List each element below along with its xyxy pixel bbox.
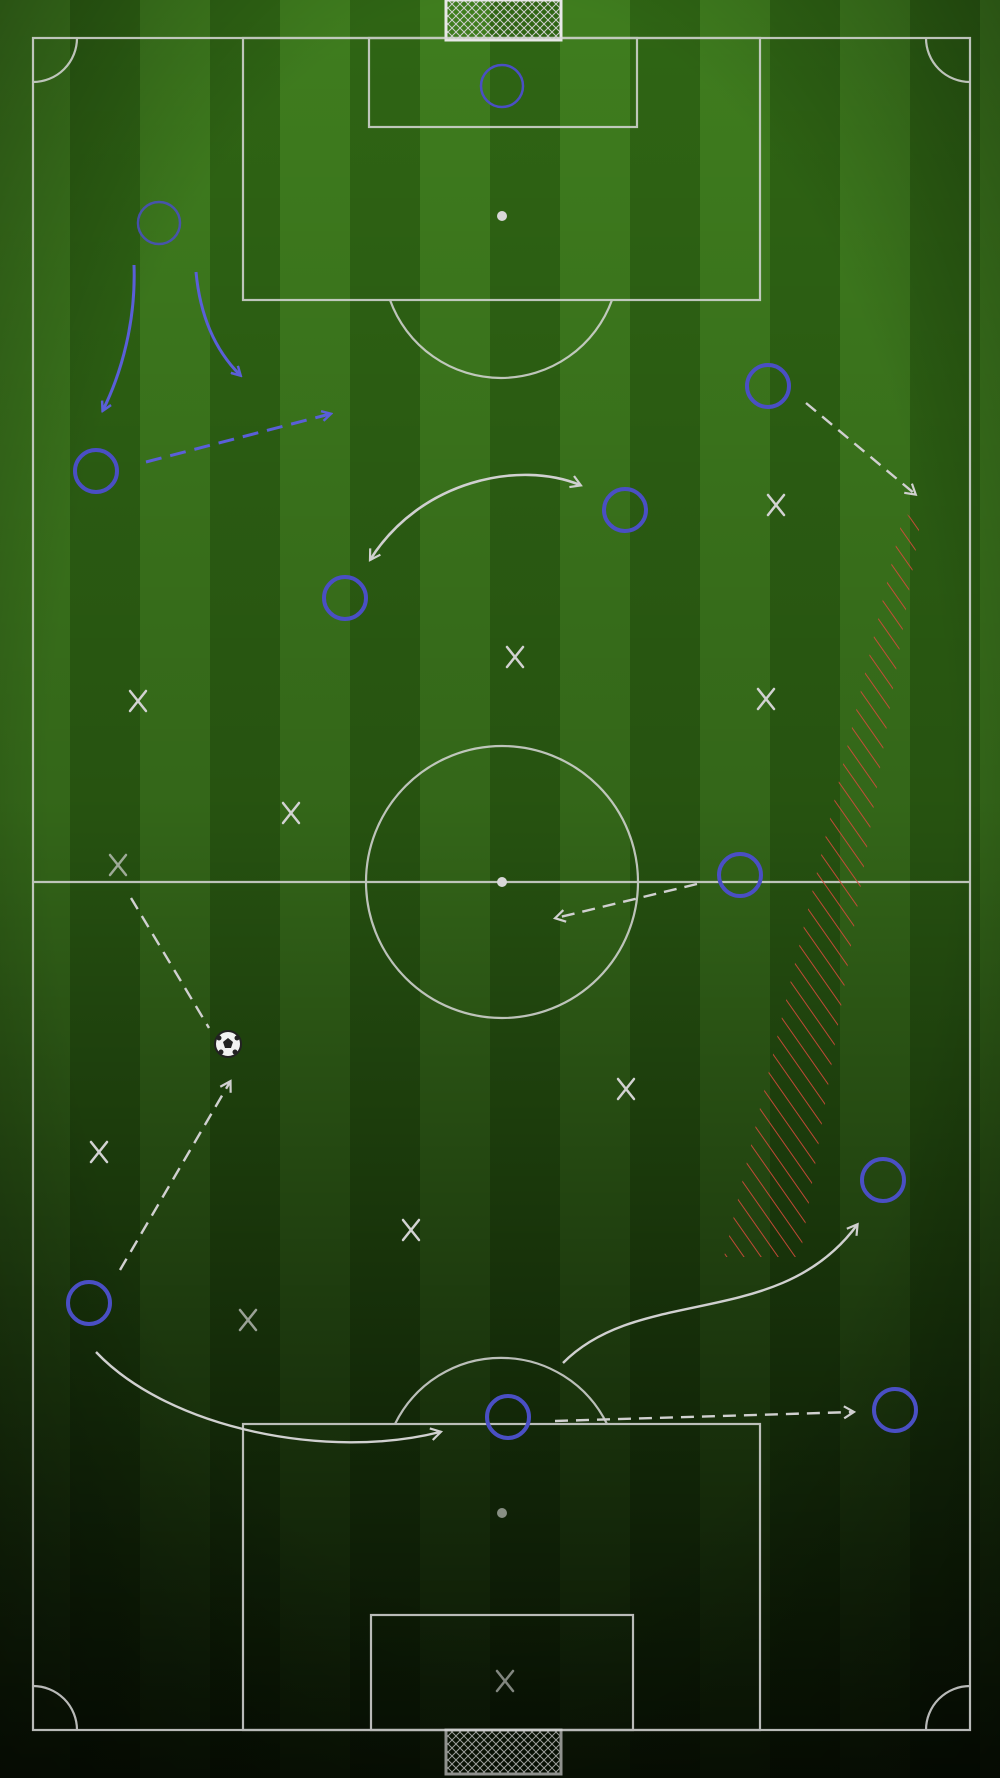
team-circle [717, 852, 763, 898]
pitch-markings [31, 36, 972, 1732]
opponent-cross [281, 801, 301, 825]
opponent-markers [89, 493, 786, 1693]
corner-arc-top-right [924, 37, 971, 84]
team-circle [860, 1157, 906, 1203]
opponent-cross [766, 493, 786, 517]
curved-run-arrow [562, 1222, 859, 1364]
goal-net-icon [444, 0, 563, 42]
team-markers [66, 63, 918, 1440]
curved-run-arrow [95, 1351, 444, 1444]
opponent-cross [238, 1308, 258, 1332]
team-circle [322, 575, 368, 621]
bottom-penalty-arc [394, 1356, 608, 1425]
pass-arrow [805, 402, 918, 497]
team-circle [485, 1394, 531, 1440]
team-circle-goalkeeper [479, 63, 525, 109]
corner-arc-bottom-right [924, 1684, 971, 1731]
pitch-spots [497, 211, 507, 1518]
corner-arc-bottom-left [32, 1684, 79, 1731]
opponent-cross [108, 853, 128, 877]
ball-icon [214, 1030, 242, 1058]
centre-spot [497, 877, 507, 887]
goal-net-icon [444, 1728, 563, 1776]
team-circle [73, 448, 119, 494]
centre-circle [364, 744, 640, 1020]
opponent-cross [756, 687, 776, 711]
pass-arrow [145, 414, 330, 464]
pass-arrow [554, 1405, 857, 1423]
team-circle [602, 487, 648, 533]
run-arrow [103, 264, 136, 410]
bottom-goal-area [369, 1613, 635, 1732]
team-circle [136, 200, 182, 246]
top-penalty-spot [497, 211, 507, 221]
danger-zone-hatch [724, 512, 920, 1257]
movement-arrows [95, 264, 918, 1444]
opponent-cross [616, 1077, 636, 1101]
run-arrow [194, 271, 240, 375]
opponent-cross [89, 1140, 109, 1164]
opponent-cross [505, 645, 525, 669]
bottom-penalty-spot [497, 1508, 507, 1518]
team-circle [745, 363, 791, 409]
opponent-cross [495, 1669, 515, 1693]
team-circle [872, 1387, 918, 1433]
pass-arrow [129, 897, 211, 1029]
team-circle [66, 1280, 112, 1326]
pass-arrow [118, 1079, 232, 1271]
pass-arrow [552, 882, 698, 923]
opponent-cross [401, 1218, 421, 1242]
top-penalty-arc [388, 299, 614, 380]
top-goal-area [367, 36, 639, 129]
opponent-cross [128, 689, 148, 713]
corner-arc-top-left [32, 37, 79, 84]
swap-arrow [368, 473, 583, 562]
